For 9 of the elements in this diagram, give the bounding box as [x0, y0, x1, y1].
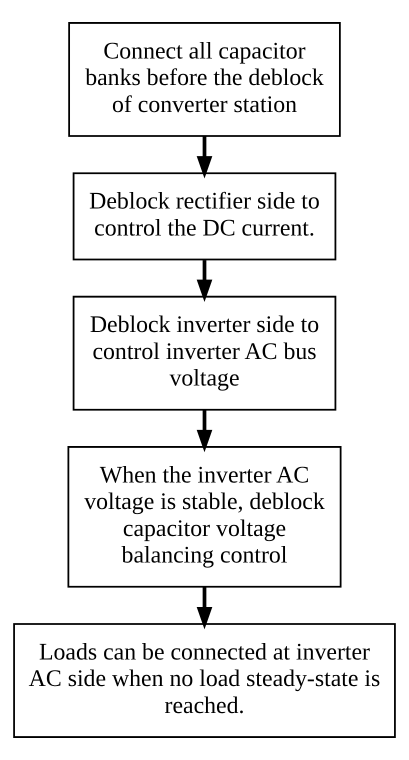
arrow	[196, 260, 212, 302]
arrow	[196, 410, 212, 452]
arrow	[196, 136, 212, 178]
node-box: Deblock rectifier side to control the DC current.	[72, 172, 336, 260]
node-box: When the inverter AC voltage is stable, deblock capacitor voltage balancing control	[67, 446, 342, 588]
arrow	[196, 586, 212, 630]
node-box: Connect all capacitor banks before the deblock of converter station	[68, 22, 341, 137]
node-box: Deblock inverter side to control inverter AC bus voltage	[72, 296, 336, 411]
node-box: Loads can be connected at inverter AC side when no load steady-state is reached.	[13, 623, 396, 738]
